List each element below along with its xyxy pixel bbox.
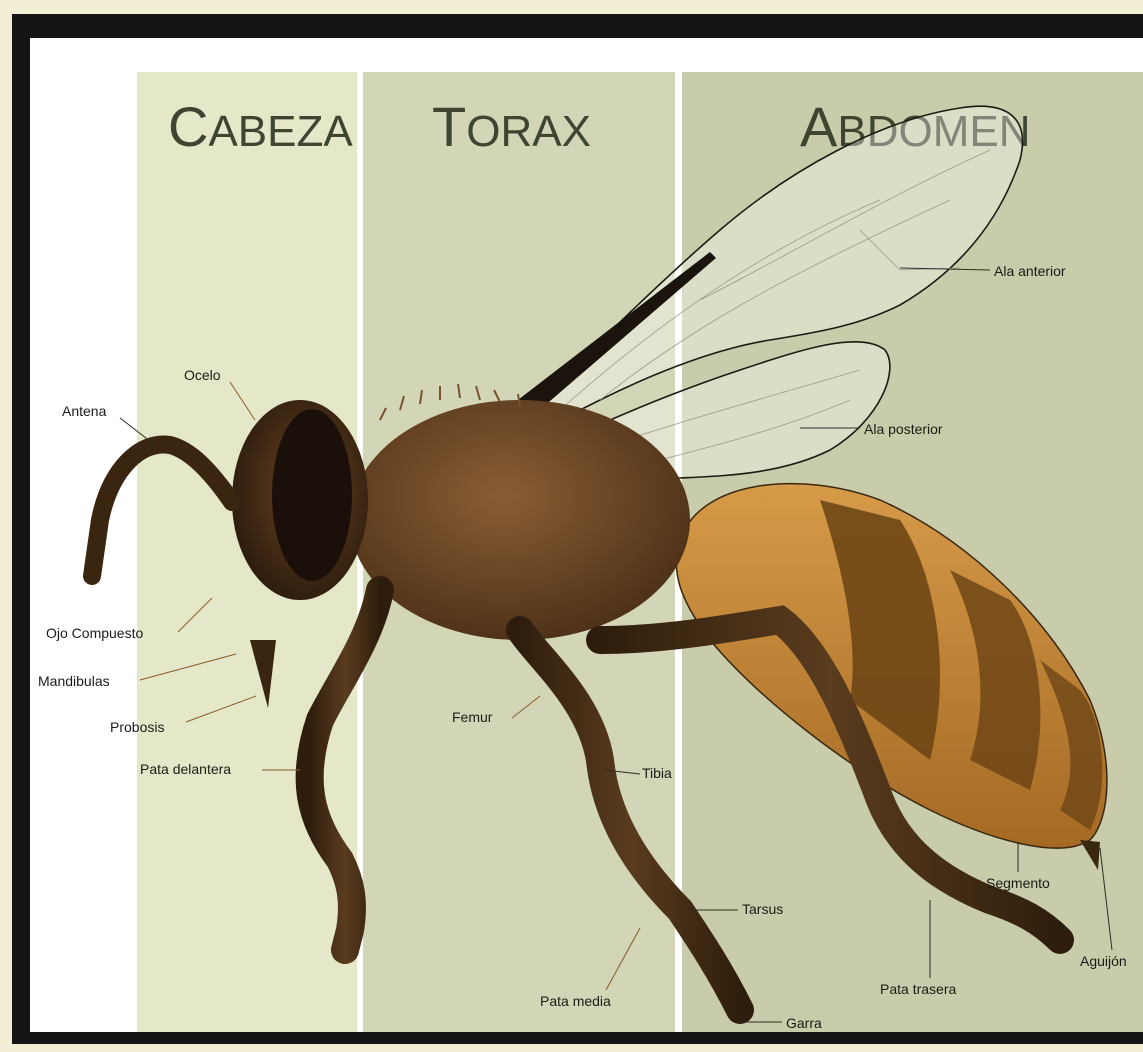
label-claw: Garra — [786, 1015, 822, 1031]
label-front-leg: Pata delantera — [140, 761, 231, 777]
label-ocellus: Ocelo — [184, 367, 221, 383]
label-stinger: Aguijón — [1080, 953, 1127, 969]
label-femur: Femur — [452, 709, 493, 725]
label-hindwing: Ala posterior — [864, 421, 943, 437]
label-forewing: Ala anterior — [994, 263, 1066, 279]
label-tibia: Tibia — [642, 765, 672, 781]
label-tarsus: Tarsus — [742, 901, 783, 917]
thorax — [350, 400, 690, 640]
compound-eye — [272, 409, 352, 581]
label-proboscis: Probosis — [110, 719, 164, 735]
label-hind-leg: Pata trasera — [880, 981, 956, 997]
label-antenna: Antena — [62, 403, 107, 419]
label-mandibles: Mandibulas — [38, 673, 110, 689]
label-segment: Segmento — [986, 875, 1050, 891]
label-compound-eye: Ojo Compuesto — [46, 625, 143, 641]
label-middle-leg: Pata media — [540, 993, 611, 1009]
